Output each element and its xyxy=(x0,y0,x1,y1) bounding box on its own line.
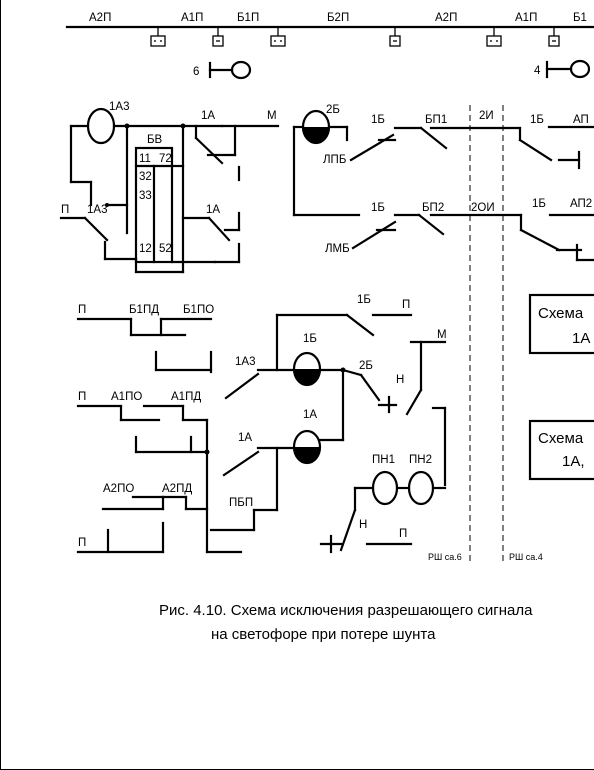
pole-label: Н xyxy=(396,374,404,386)
caption-line: на светофоре при потере шунта xyxy=(211,626,436,643)
contact-label: Б1ПО xyxy=(183,304,214,316)
block-lower: П Б1ПД Б1ПО 1Б П 1А3 1Б 2Б Н М xyxy=(76,294,543,562)
relay-coil xyxy=(86,107,116,145)
pole-label: ЛМБ xyxy=(325,243,350,255)
contact-label: 1А3 xyxy=(235,356,255,368)
relay-label: ПН2 xyxy=(409,454,432,466)
bus-tap-double xyxy=(270,27,286,47)
contact-label: 2Б xyxy=(359,360,373,372)
relay-coil xyxy=(407,470,435,506)
contact-label: 12 xyxy=(139,243,152,255)
pole-label: П xyxy=(78,537,86,549)
box-label: Схема xyxy=(538,305,584,322)
relay-label: 2Б xyxy=(326,104,340,116)
box-label: 1А xyxy=(572,330,590,347)
bus-label: А2П xyxy=(89,12,111,24)
caption-line: Рис. 4.10. Схема исключения разрешающего… xyxy=(159,602,533,619)
contact-label: А1ПО xyxy=(111,391,142,403)
pole-label: П xyxy=(78,304,86,316)
signal-lamp-4: 4 xyxy=(534,59,591,79)
contact-label: БП2 xyxy=(422,202,444,214)
contact-label: А1ПД xyxy=(171,391,201,403)
contact-label: 1А3 xyxy=(87,204,107,216)
box-label: 1А, xyxy=(562,453,585,470)
bus-label: А1П xyxy=(181,12,203,24)
pole-label: ЛПБ xyxy=(323,154,346,166)
relay-label: ПН1 xyxy=(372,454,395,466)
lamp-label: 6 xyxy=(193,66,199,78)
contact-label: АП xyxy=(573,114,589,126)
contact-label: А2ПД xyxy=(162,483,192,495)
bus-label: Б1П xyxy=(237,12,259,24)
contact-label: Б1ПД xyxy=(129,304,159,316)
relay-label: 1Б xyxy=(303,333,317,345)
contact-label: БП1 xyxy=(425,114,447,126)
contact-label: 11 xyxy=(139,153,151,165)
box-label: Схема xyxy=(538,430,584,447)
contact-label: АП2 xyxy=(570,198,592,210)
bus-tap-single xyxy=(548,27,560,47)
pole-label: М xyxy=(437,329,447,341)
bus-tap-single xyxy=(389,27,401,47)
pole-label: П xyxy=(399,528,407,540)
bus-label: А2П xyxy=(435,12,457,24)
contact-label: А2ПО xyxy=(103,483,134,495)
contact-label: ПБП xyxy=(229,497,253,509)
pole-label: Н xyxy=(359,519,367,531)
contact-label: 1Б xyxy=(371,202,385,214)
relay-label: 1А xyxy=(303,409,317,421)
contact-label: 1Б xyxy=(357,294,371,306)
contact-label: 1Б xyxy=(371,114,385,126)
bus-label: Б2П xyxy=(327,12,349,24)
contact-label: 72 xyxy=(159,153,172,165)
contact-label: 32 xyxy=(139,171,152,183)
contact-label: 1Б xyxy=(530,114,544,126)
relay-label: БВ xyxy=(147,134,163,146)
block-2b-lpb-lmb: 2Б 1Б БП1 2И 1Б АП ЛПБ 1Б БП2 2ОИ 1Б АП2… xyxy=(292,104,594,262)
contact-label: 1А xyxy=(201,110,215,122)
scheme-box-1: Схема 1А xyxy=(528,293,594,355)
cabinet-label: РШ са.4 xyxy=(509,552,543,562)
contact-label: 2И xyxy=(479,110,494,122)
contact-label: 1Б xyxy=(532,198,546,210)
contact-label: 52 xyxy=(159,243,172,255)
pole-label: М xyxy=(267,110,277,122)
pole-label: П xyxy=(402,299,410,311)
bus-tap-double xyxy=(486,27,502,47)
cabinet-label: РШ са.6 xyxy=(428,552,462,562)
bus-tap-single xyxy=(212,27,224,47)
relay-label: 1А3 xyxy=(109,101,129,113)
bus-label: А1П xyxy=(515,12,537,24)
relay-coil xyxy=(371,470,399,506)
signal-lamp-6: 6 xyxy=(193,60,252,80)
bus-label: Б1 xyxy=(573,12,587,24)
scheme-box-2: Схема 1А, xyxy=(528,419,594,481)
contact-label: 1А xyxy=(206,204,220,216)
contact-label: 33 xyxy=(139,190,152,202)
pole-label: П xyxy=(61,204,69,216)
track-bus: А2П А1П Б1П Б2П А2П А1П Б1 xyxy=(65,12,594,47)
figure-caption: Рис. 4.10. Схема исключения разрешающего… xyxy=(159,602,533,643)
pole-label: П xyxy=(78,391,86,403)
contact-label: 1А xyxy=(238,432,252,444)
bus-tap-double xyxy=(150,27,166,47)
block-1a3-bv: 1А3 БВ 11 72 32 33 12 52 П 1А3 1А М xyxy=(59,101,280,274)
lamp-label: 4 xyxy=(534,65,541,77)
contact-label: 2ОИ xyxy=(471,202,495,214)
